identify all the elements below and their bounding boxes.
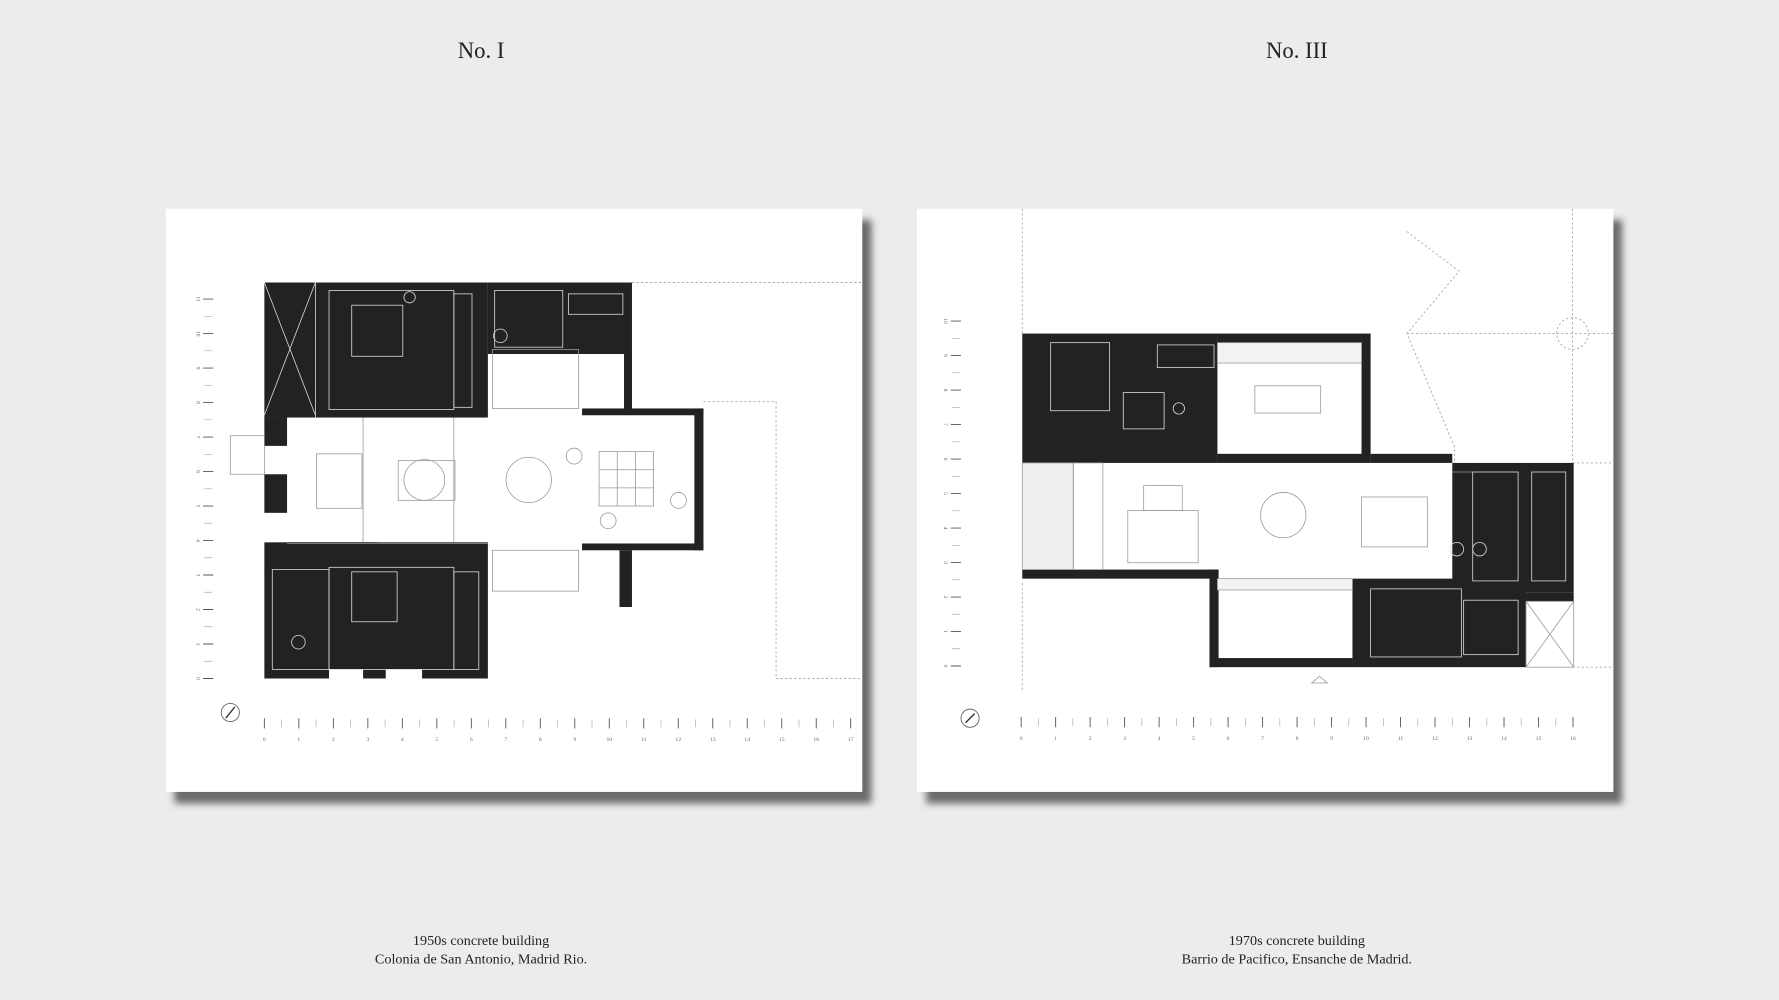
scale-y-label: 10 bbox=[194, 331, 200, 337]
room-lines bbox=[1050, 342, 1567, 658]
scale-y-label: 7 bbox=[194, 436, 200, 439]
scale-y-label: 4 bbox=[942, 527, 948, 530]
scale-y-label: 8 bbox=[194, 401, 200, 404]
caption-building: 1950s concrete building bbox=[412, 932, 550, 949]
room-lines bbox=[263, 282, 624, 670]
plan-title-1: No. I bbox=[457, 38, 505, 64]
scale-y-label: 1 bbox=[942, 630, 948, 633]
scale-x-label: 4 bbox=[1158, 736, 1161, 742]
scale-x-label: 9 bbox=[1330, 736, 1333, 742]
scale-x-label: 8 bbox=[539, 737, 542, 743]
scale-x-label: 0 bbox=[263, 737, 266, 743]
scale-x-label: 6 bbox=[470, 737, 473, 743]
scale-x-label: 13 bbox=[1467, 736, 1473, 742]
scale-x-label: 3 bbox=[366, 737, 369, 743]
scale-x-label: 7 bbox=[504, 737, 507, 743]
scale-y-label: 3 bbox=[942, 561, 948, 564]
scale-x-label: 17 bbox=[848, 737, 854, 743]
walls bbox=[264, 282, 704, 679]
scale-x-label: 5 bbox=[435, 737, 438, 743]
scale-y-label: 10 bbox=[942, 318, 948, 324]
scale-y-label: 2 bbox=[942, 596, 948, 599]
scale-x-label: 10 bbox=[606, 737, 612, 743]
caption-location: Barrio de Pacifico, Ensanche de Madrid. bbox=[1181, 950, 1413, 967]
scale-y-label: 4 bbox=[194, 539, 200, 542]
scale-x-label: 7 bbox=[1261, 736, 1264, 742]
caption-building: 1970s concrete building bbox=[1228, 932, 1365, 949]
scale-x-label: 4 bbox=[401, 737, 404, 743]
scale-y-label: 6 bbox=[942, 458, 948, 461]
scale-x-label: 2 bbox=[332, 737, 335, 743]
scale-x-label: 16 bbox=[813, 737, 819, 743]
north-arrow-icon bbox=[960, 708, 980, 728]
scale-x-label: 12 bbox=[675, 737, 681, 743]
furniture bbox=[229, 349, 687, 592]
scale-y-label: 5 bbox=[942, 492, 948, 495]
scale-y-label: 1 bbox=[194, 643, 200, 646]
scale-x-label: 11 bbox=[1398, 736, 1404, 742]
scale-y-label: 3 bbox=[194, 574, 200, 577]
scale-x-label: 15 bbox=[1536, 736, 1542, 742]
caption-location: Colonia de San Antonio, Madrid Rio. bbox=[374, 950, 588, 967]
walls bbox=[1022, 333, 1574, 668]
scale-y-label: 9 bbox=[942, 354, 948, 357]
neighbour-outline bbox=[631, 282, 863, 679]
scale-x-label: 12 bbox=[1432, 736, 1438, 742]
scale-x-label: 8 bbox=[1296, 736, 1299, 742]
scale-y-label: 8 bbox=[942, 389, 948, 392]
scale-x-label: 1 bbox=[297, 737, 300, 743]
scale-x-label: 5 bbox=[1192, 736, 1195, 742]
furniture bbox=[1021, 342, 1575, 684]
scale-x-label: 14 bbox=[1501, 736, 1507, 742]
plan-caption-1: 1950s concrete building Colonia de San A… bbox=[197, 932, 764, 968]
scale-y-label: 5 bbox=[194, 505, 200, 508]
scale-y-label: 11 bbox=[194, 296, 200, 302]
scale-x-label: 11 bbox=[641, 737, 647, 743]
scale-x-label: 3 bbox=[1123, 736, 1126, 742]
scale-x-label: 0 bbox=[1020, 736, 1023, 742]
scale-x-label: 15 bbox=[779, 737, 785, 743]
north-arrow-icon bbox=[220, 702, 240, 723]
scale-x-label: 1 bbox=[1054, 736, 1057, 742]
scale-x-label: 6 bbox=[1227, 736, 1230, 742]
scale-x-label: 9 bbox=[573, 737, 576, 743]
scale-x-label: 2 bbox=[1089, 736, 1092, 742]
scale-y-label: 0 bbox=[942, 665, 948, 668]
scale-x-label: 10 bbox=[1363, 736, 1369, 742]
scale-y-label: 0 bbox=[194, 677, 200, 680]
scale-x-label: 16 bbox=[1570, 736, 1576, 742]
plan-caption-3: 1970s concrete building Barrio de Pacifi… bbox=[1013, 932, 1580, 968]
plan-title-3: No. III bbox=[1265, 38, 1328, 64]
scale-x-label: 13 bbox=[710, 737, 716, 743]
scale-y-label: 9 bbox=[194, 367, 200, 370]
scale-x-label: 14 bbox=[744, 737, 750, 743]
scale-y-label: 6 bbox=[194, 470, 200, 473]
scale-y-label: 7 bbox=[942, 423, 948, 426]
scale-y-label: 2 bbox=[194, 608, 200, 611]
